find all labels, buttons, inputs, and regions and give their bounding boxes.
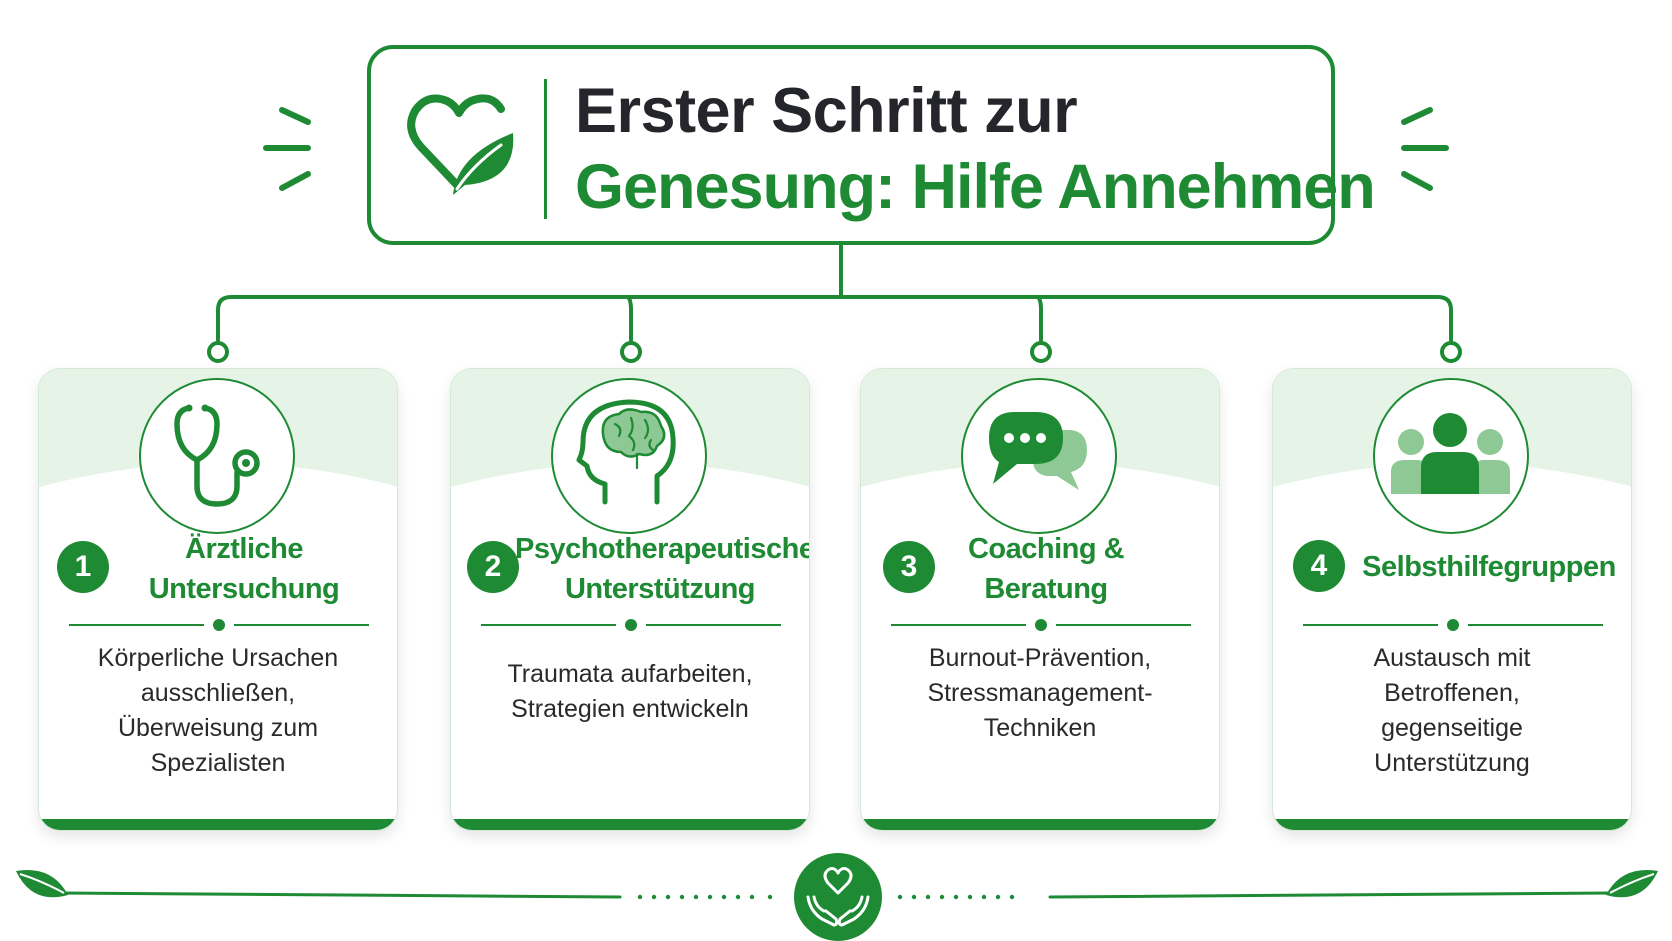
card-4-icon-circle [1373, 378, 1529, 534]
title-line-1: Erster Schritt zur [575, 76, 1078, 146]
card-1-text-line: Körperliche Ursachen [97, 644, 339, 672]
card-1-title: Ärztliche Untersuchung [99, 529, 389, 609]
card-1-separator [69, 619, 369, 631]
card-1-text: Körperliche Ursachen ausschließen, Überw… [39, 641, 397, 781]
chat-bubbles-icon [989, 412, 1087, 490]
card-4-text-line: Austausch mit [1373, 644, 1531, 672]
card-2-text: Traumata aufarbeiten, Strategien entwick… [451, 657, 809, 727]
card-4-text-line: Betroffenen, [1384, 679, 1520, 707]
card-4-footer-bar [1273, 819, 1631, 830]
card-4-title-line: Selbsthilfegruppen [1362, 551, 1616, 583]
card-4-text-line: Unterstützung [1374, 749, 1530, 777]
connector-node-2 [620, 341, 642, 363]
hands-heart-icon [806, 867, 870, 927]
title-divider [544, 79, 547, 219]
card-3-text-line: Burnout-Prävention, [928, 644, 1152, 672]
rays-left-icon [263, 107, 311, 191]
card-3-text-line: Stressmanagement- [927, 679, 1153, 707]
card-2-separator [481, 619, 781, 631]
card-1-text-line: ausschließen, [140, 679, 296, 707]
heart-leaf-icon [407, 94, 514, 195]
card-2: 2 Psychotherapeutische Unterstützung Tra… [450, 368, 810, 831]
card-3-title-line: Beratung [984, 573, 1108, 605]
card-3: 3 Coaching & Beratung Burnout-Prävention… [860, 368, 1220, 831]
card-2-text-line: Traumata aufarbeiten, [507, 660, 753, 688]
card-2-title-line: Unterstützung [564, 573, 756, 605]
card-4-text: Austausch mit Betroffenen, gegenseitige … [1273, 641, 1631, 781]
connector-node-4 [1440, 341, 1462, 363]
card-1-text-line: Spezialisten [150, 749, 286, 777]
card-1-text-line: Überweisung zum [117, 714, 319, 742]
card-3-footer-bar [861, 819, 1219, 830]
group-people-icon [1391, 413, 1510, 494]
card-1-number-badge: 1 [57, 541, 109, 593]
leaf-right-icon [1606, 870, 1658, 898]
card-4-title: Selbsthilfegruppen [1349, 547, 1629, 587]
card-1-title-line: Untersuchung [148, 573, 340, 605]
title-line-2: Genesung: Hilfe Annehmen [575, 152, 1376, 222]
card-2-title-line: Psychotherapeutische [515, 533, 810, 565]
card-2-text-line: Strategien entwickeln [511, 695, 749, 723]
card-3-text-line: Techniken [983, 714, 1097, 742]
leaf-left-icon [16, 870, 68, 898]
title-box: Erster Schritt zur Genesung: Hilfe Anneh… [367, 45, 1376, 245]
card-4-separator [1303, 619, 1603, 631]
card-3-title-line: Coaching & [967, 533, 1125, 565]
card-3-number-badge: 3 [883, 541, 935, 593]
card-2-icon-circle [551, 378, 707, 534]
card-2-number-badge: 2 [467, 541, 519, 593]
card-2-footer-bar [451, 819, 809, 830]
card-1-title-line: Ärztliche [185, 533, 303, 565]
card-3-icon-circle [961, 378, 1117, 534]
card-1: 1 Ärztliche Untersuchung Körperliche Urs… [38, 368, 398, 831]
card-3-separator [891, 619, 1191, 631]
footer-dots [637, 894, 1015, 900]
footer-emblem [794, 853, 882, 941]
card-4-number-badge: 4 [1293, 540, 1345, 592]
connector-node-3 [1030, 341, 1052, 363]
card-4-text-line: gegenseitige [1381, 714, 1523, 742]
card-2-title: Psychotherapeutische Unterstützung [515, 529, 810, 609]
card-1-footer-bar [39, 819, 397, 830]
footer-line [58, 891, 1614, 899]
card-3-text: Burnout-Prävention, Stressmanagement- Te… [861, 641, 1219, 746]
card-1-icon-circle [139, 378, 295, 534]
rays-right-icon [1401, 107, 1449, 191]
connector-node-1 [207, 341, 229, 363]
brain-head-icon [576, 399, 676, 505]
card-4: 4 Selbsthilfegruppen Austausch mit Betro… [1272, 368, 1632, 831]
card-3-title: Coaching & Beratung [901, 529, 1191, 609]
stethoscope-icon [174, 404, 260, 507]
